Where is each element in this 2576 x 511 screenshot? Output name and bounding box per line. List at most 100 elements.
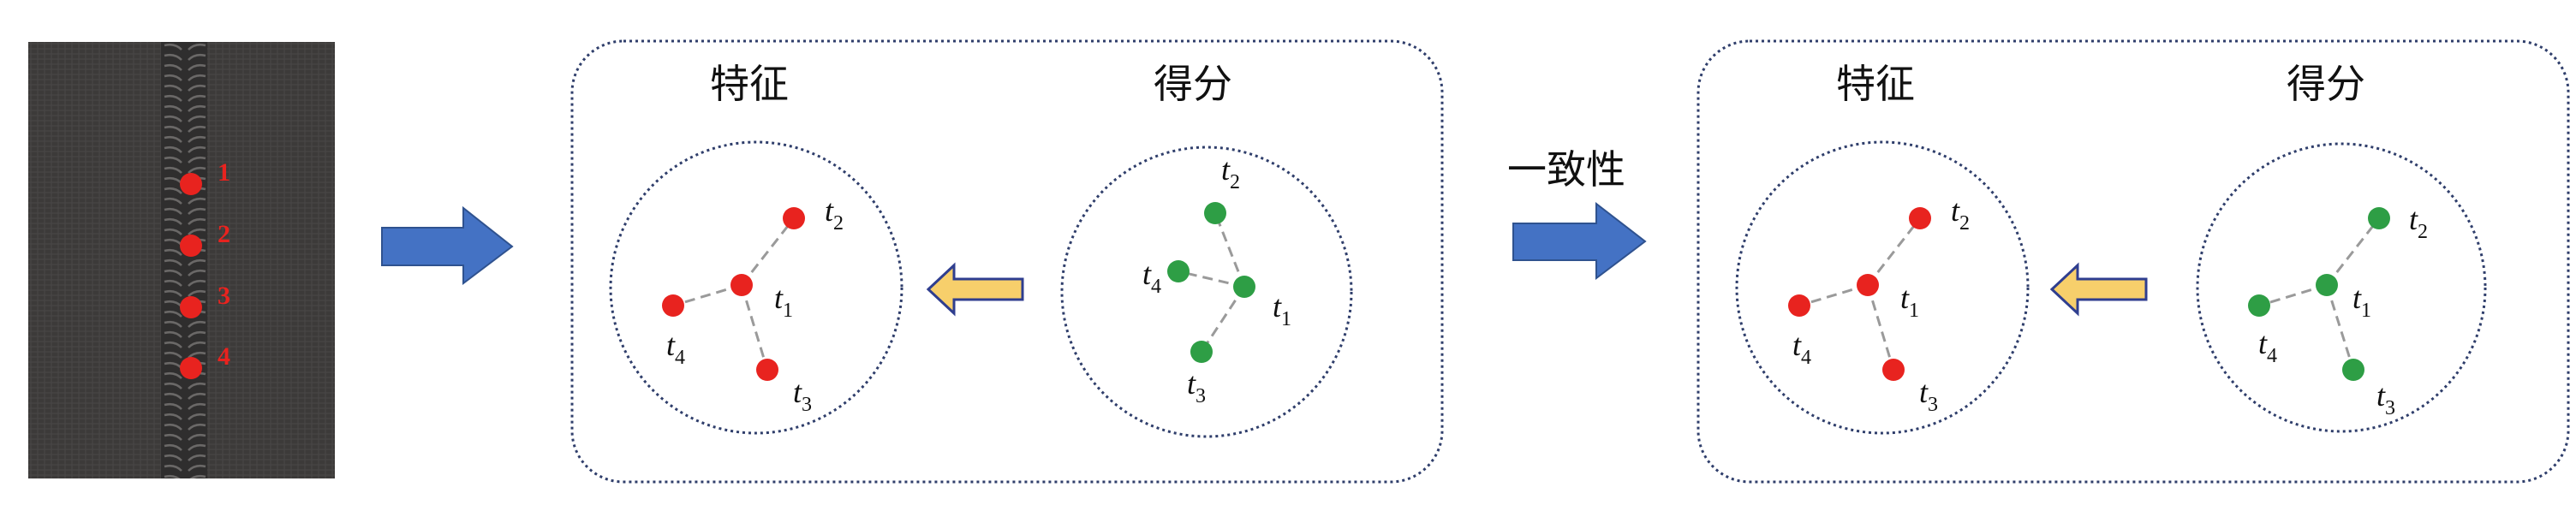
- zipper-teeth: [161, 42, 207, 478]
- graph-edge: [740, 217, 796, 286]
- node-label-subscript: 1: [1281, 308, 1291, 330]
- graph-edge: [2325, 284, 2355, 371]
- node-label: t3: [1919, 375, 1938, 416]
- node-label-subscript: 4: [1801, 347, 1811, 369]
- node-label-letter: t: [793, 375, 802, 409]
- graph-edge: [1213, 212, 1246, 288]
- graph-node: [756, 359, 778, 381]
- node-label-letter: t: [825, 193, 834, 228]
- graph-edge: [1798, 283, 1869, 307]
- graph-node: [730, 274, 753, 296]
- blue-arrow-right-icon: [381, 205, 514, 286]
- graph-edge: [740, 284, 769, 371]
- consistency-label: 一致性: [1507, 146, 1625, 193]
- node-label: t2: [2409, 202, 2428, 243]
- node-label-subscript: 4: [2267, 345, 2277, 367]
- node-label-subscript: 2: [1230, 171, 1240, 193]
- node-label-letter: t: [2409, 202, 2418, 236]
- node-label-subscript: 3: [802, 394, 812, 416]
- node-label-subscript: 3: [1196, 385, 1206, 407]
- node-label: t4: [1792, 328, 1811, 369]
- graph-node: [1204, 202, 1226, 224]
- graph-node: [1857, 274, 1879, 296]
- node-label-letter: t: [1919, 375, 1929, 409]
- node-label-letter: t: [1273, 289, 1282, 324]
- graph-edge: [1200, 286, 1246, 353]
- node-label: t2: [1221, 152, 1240, 193]
- node-label: t4: [1142, 257, 1161, 298]
- graph-edge: [2258, 283, 2328, 307]
- score-title: 得分: [1154, 61, 1232, 107]
- graph-node: [2368, 207, 2390, 229]
- consistency-panel: 特征得分t1t2t3t4t1t2t3t4: [1696, 39, 2570, 484]
- panel-border: [1696, 39, 2570, 484]
- graph-node: [1788, 294, 1810, 317]
- node-label: t3: [793, 375, 812, 416]
- graph-boundary: [2196, 142, 2487, 433]
- node-label: t2: [1951, 193, 1970, 235]
- node-label-letter: t: [1142, 257, 1152, 291]
- graph-boundary: [609, 140, 903, 435]
- node-label-letter: t: [666, 328, 676, 362]
- zipper-marker-label: 4: [218, 342, 230, 371]
- node-label: t3: [2376, 378, 2395, 419]
- graph-edge: [2325, 217, 2381, 286]
- panel-border: [570, 39, 1444, 484]
- zipper-marker-dot: [180, 357, 202, 379]
- node-label-subscript: 2: [2418, 221, 2428, 243]
- node-label-subscript: 3: [2385, 397, 2395, 419]
- consistency-panel: 特征得分t1t2t3t4t1t2t3t4: [570, 39, 1444, 484]
- node-label-subscript: 2: [1959, 212, 1970, 235]
- graph-node: [1909, 207, 1931, 229]
- node-label: t1: [1273, 289, 1291, 330]
- blue-arrow-right-icon: [1512, 201, 1647, 281]
- node-label: t1: [1900, 281, 1919, 322]
- node-label-letter: t: [1187, 366, 1196, 401]
- node-label: t4: [666, 328, 685, 369]
- feature-title: 特征: [710, 61, 789, 107]
- node-label-subscript: 4: [1151, 276, 1161, 298]
- score-title: 得分: [2287, 61, 2365, 107]
- yellow-arrow-left-icon: [926, 262, 1024, 317]
- node-label-subscript: 3: [1928, 394, 1938, 416]
- graph-node: [783, 207, 805, 229]
- graph-boundary: [1060, 146, 1353, 438]
- zipper-marker-dot: [180, 296, 202, 318]
- node-label-subscript: 4: [675, 347, 685, 369]
- node-label: t4: [2258, 326, 2277, 367]
- graph-edge: [1866, 217, 1922, 286]
- graph-boundary: [1735, 140, 2030, 435]
- node-label-letter: t: [2376, 378, 2386, 413]
- node-label-subscript: 1: [783, 300, 793, 322]
- graph-node: [2248, 294, 2270, 317]
- graph-node: [662, 294, 684, 317]
- node-label-letter: t: [774, 281, 784, 315]
- zipper-marker-dot: [180, 235, 202, 257]
- graph-node: [2342, 359, 2364, 381]
- graph-edge: [672, 283, 742, 307]
- node-label-letter: t: [1900, 281, 1910, 315]
- zipper-marker-label: 1: [218, 158, 230, 187]
- node-label-letter: t: [2352, 281, 2362, 315]
- graph-edge: [1866, 284, 1895, 371]
- graph-edge: [1178, 270, 1245, 288]
- graph-node: [1882, 359, 1905, 381]
- zipper-marker-label: 3: [218, 282, 230, 310]
- graph-node: [2316, 274, 2338, 296]
- node-label-subscript: 2: [833, 212, 844, 235]
- node-label-letter: t: [1792, 328, 1802, 362]
- yellow-arrow-left-icon: [2049, 262, 2148, 317]
- node-label-letter: t: [1951, 193, 1960, 228]
- node-label: t1: [2352, 281, 2371, 322]
- node-label-subscript: 1: [1909, 300, 1919, 322]
- node-label: t2: [825, 193, 844, 235]
- node-label-subscript: 1: [2361, 300, 2371, 322]
- node-label-letter: t: [1221, 152, 1231, 187]
- graph-node: [1233, 276, 1255, 298]
- node-label: t1: [774, 281, 793, 322]
